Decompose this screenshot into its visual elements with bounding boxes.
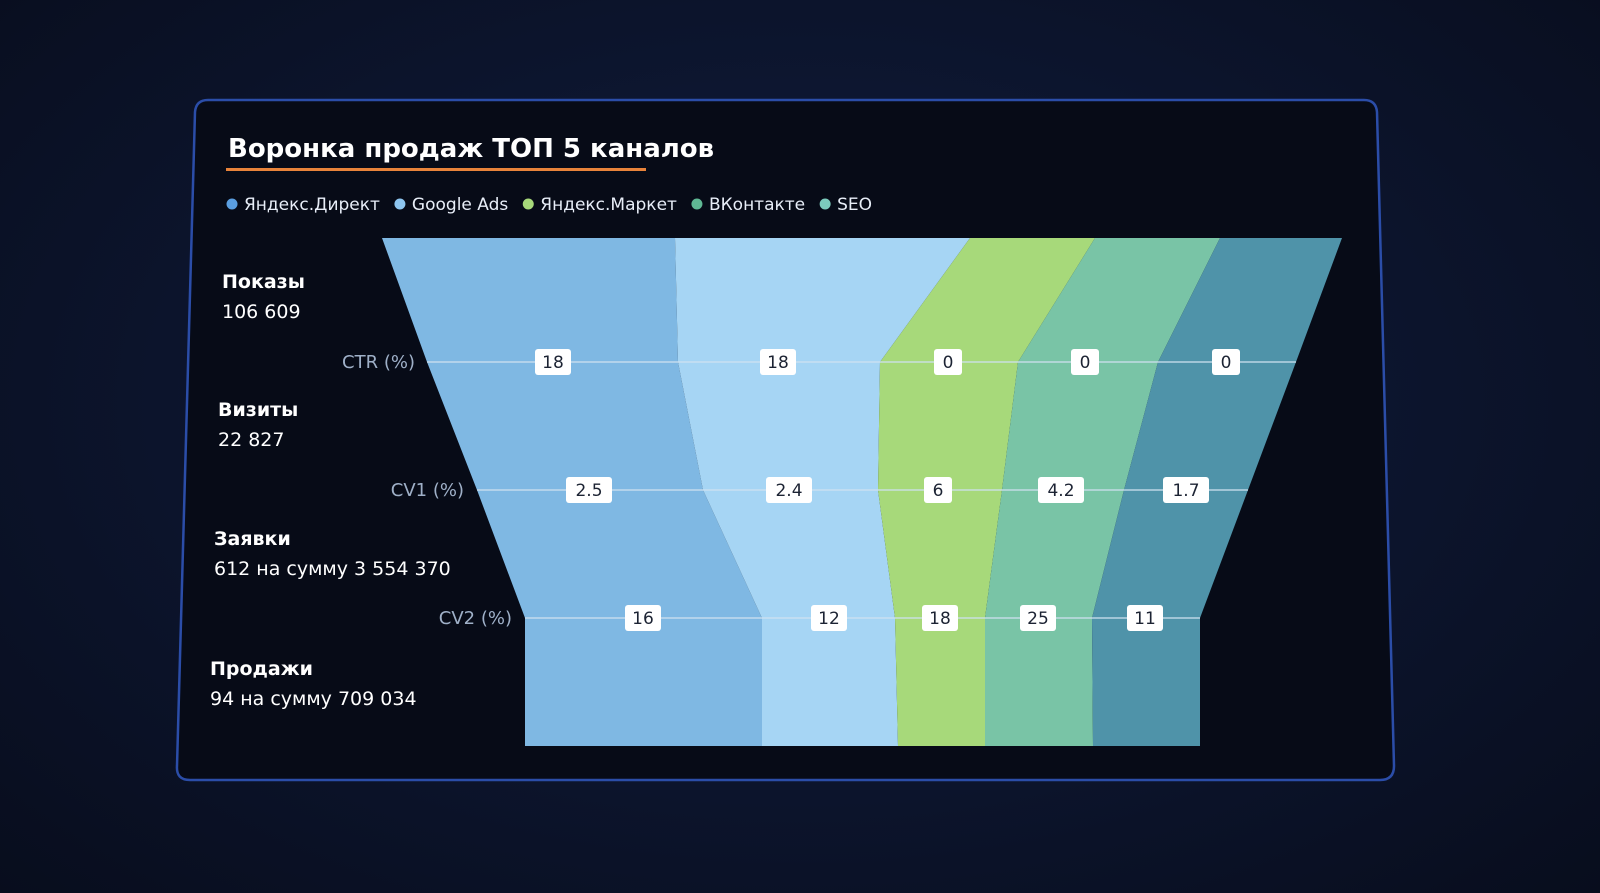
legend-item: SEO xyxy=(837,195,872,215)
stage-value: 22 827 xyxy=(218,429,284,451)
stage-value: 612 на сумму 3 554 370 xyxy=(214,558,451,580)
stage-name: Показы xyxy=(222,271,305,293)
value-label: 18 xyxy=(929,609,951,629)
value-label-box xyxy=(934,349,962,375)
value-label: 16 xyxy=(632,609,654,629)
value-label-box xyxy=(1163,477,1209,503)
stage-name: Заявки xyxy=(214,528,291,550)
legend-item: Яндекс.Маркет xyxy=(540,195,677,215)
legend-dot xyxy=(522,198,534,210)
metric-label: CV1 (%) xyxy=(391,480,464,501)
value-label-box xyxy=(625,605,661,631)
value-label: 18 xyxy=(767,353,789,373)
value-label-box xyxy=(811,605,847,631)
value-label: 12 xyxy=(818,609,840,629)
value-label: 0 xyxy=(1221,353,1232,373)
band-google-ads xyxy=(675,238,970,746)
value-label-box xyxy=(760,349,796,375)
metric-label: CV2 (%) xyxy=(439,608,512,629)
value-label: 0 xyxy=(943,353,954,373)
stage-name: Визиты xyxy=(218,399,298,421)
legend-item: ВКонтакте xyxy=(709,195,805,215)
value-label: 1.7 xyxy=(1172,481,1199,501)
stage-value: 106 609 xyxy=(222,301,301,323)
metric-label: CTR (%) xyxy=(342,352,415,373)
value-label-box xyxy=(924,477,952,503)
stage-name: Продажи xyxy=(210,658,313,680)
legend-item: Google Ads xyxy=(412,195,508,215)
value-label: 11 xyxy=(1134,609,1156,629)
value-label-box xyxy=(1127,605,1163,631)
value-label: 2.5 xyxy=(575,481,602,501)
value-label-box xyxy=(1038,477,1084,503)
legend-dot xyxy=(691,198,703,210)
value-label-box xyxy=(535,349,571,375)
legend-dot xyxy=(819,198,831,210)
value-label-box xyxy=(566,477,612,503)
value-label-box xyxy=(766,477,812,503)
value-label-box xyxy=(1212,349,1240,375)
title-underline xyxy=(226,168,646,171)
legend-dot xyxy=(394,198,406,210)
chart-title: Воронка продаж ТОП 5 каналов xyxy=(228,134,714,164)
value-label: 4.2 xyxy=(1047,481,1074,501)
value-label-box xyxy=(1071,349,1099,375)
stage-value: 94 на сумму 709 034 xyxy=(210,688,417,710)
legend-item: Яндекс.Директ xyxy=(244,195,380,215)
legend-dot xyxy=(226,198,238,210)
value-label-box xyxy=(1020,605,1056,631)
value-label: 0 xyxy=(1080,353,1091,373)
value-label: 6 xyxy=(933,481,944,501)
value-label: 25 xyxy=(1027,609,1049,629)
value-label-box xyxy=(922,605,958,631)
value-label: 2.4 xyxy=(775,481,802,501)
value-label: 18 xyxy=(542,353,564,373)
